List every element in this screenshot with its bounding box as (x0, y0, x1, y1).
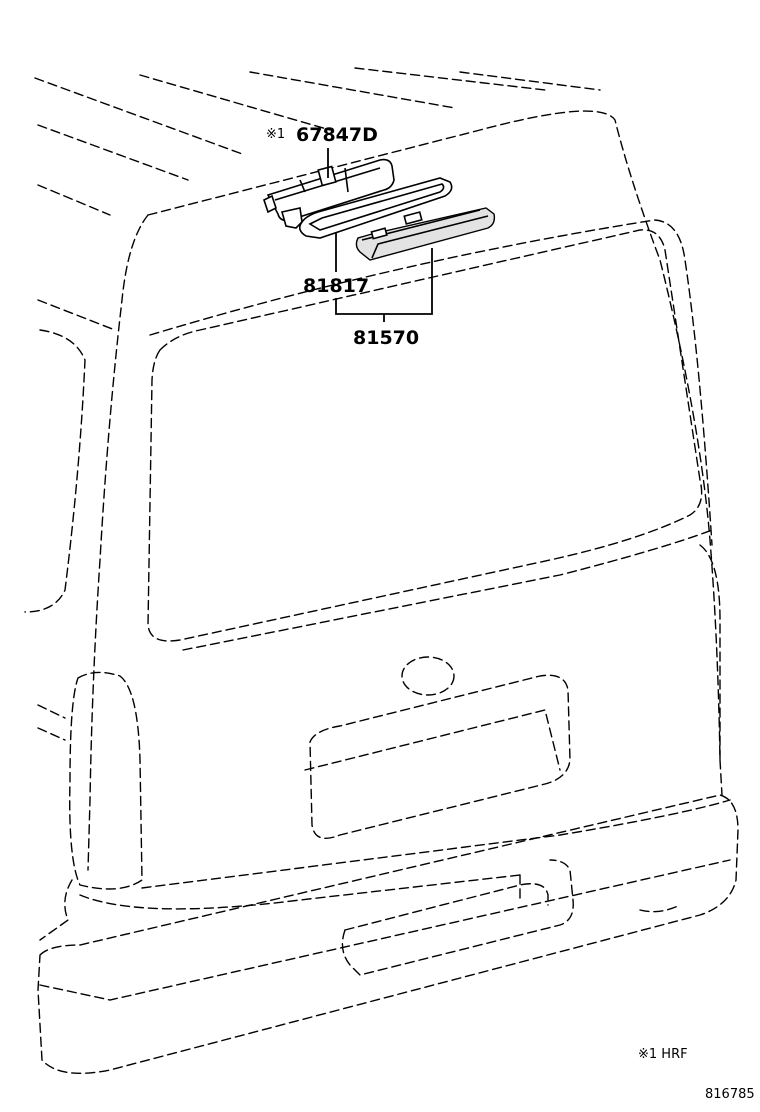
gasket-part-number: 81817 (303, 275, 369, 297)
roof-edge (147, 110, 723, 796)
lamp-part-number: 81570 (353, 327, 419, 349)
footnote: ※1 HRF (638, 1047, 688, 1062)
bracket-marker: ※1 (266, 127, 285, 142)
license-plate-recess (304, 674, 571, 839)
leader-lines (327, 148, 433, 322)
liftgate-top-seam (149, 219, 713, 546)
roof-ribs (34, 67, 601, 331)
vehicle-body (24, 110, 723, 871)
bracket-part-number: 67847D (296, 124, 378, 146)
lower-body (37, 671, 731, 941)
gasket-part (298, 177, 453, 239)
taillight (69, 671, 143, 890)
diagram-id: 816785 (705, 1087, 755, 1102)
liftgate-left-edge (87, 214, 149, 871)
side-window (24, 329, 86, 613)
rear-window (147, 229, 713, 651)
rear-bumper (37, 794, 739, 1075)
bracket-part (263, 158, 395, 229)
liftgate-right-seam (699, 544, 721, 761)
lamp-part (355, 207, 496, 261)
emblem (401, 656, 455, 696)
